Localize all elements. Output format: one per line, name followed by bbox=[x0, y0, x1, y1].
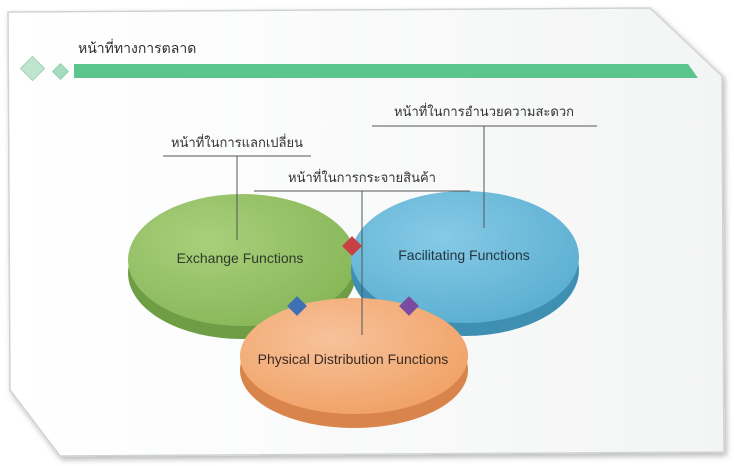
callout-facilitating-label: หน้าที่ในการอำนวยความสะดวก bbox=[394, 103, 574, 120]
exchange-functions-label: Exchange Functions bbox=[177, 250, 304, 266]
callout-lines bbox=[163, 125, 597, 335]
physical-distribution-functions-label: Physical Distribution Functions bbox=[258, 351, 449, 367]
physical-distribution-circle bbox=[240, 298, 468, 428]
slide-title: หน้าที่ทางการตลาด bbox=[78, 41, 197, 57]
header-accent-bar bbox=[74, 64, 698, 78]
header-diamond-large bbox=[19, 55, 46, 82]
intersection-diamond-left bbox=[287, 296, 307, 316]
header-diamond-small bbox=[52, 63, 69, 80]
intersection-diamond-top bbox=[342, 236, 362, 256]
callout-exchange-label: หน้าที่ในการแลกเปลี่ยน bbox=[171, 134, 303, 151]
intersection-diamond-right bbox=[399, 296, 419, 316]
callout-distribution-label: หน้าที่ในการกระจายสินค้า bbox=[288, 169, 436, 186]
facilitating-functions-label: Facilitating Functions bbox=[398, 247, 530, 263]
